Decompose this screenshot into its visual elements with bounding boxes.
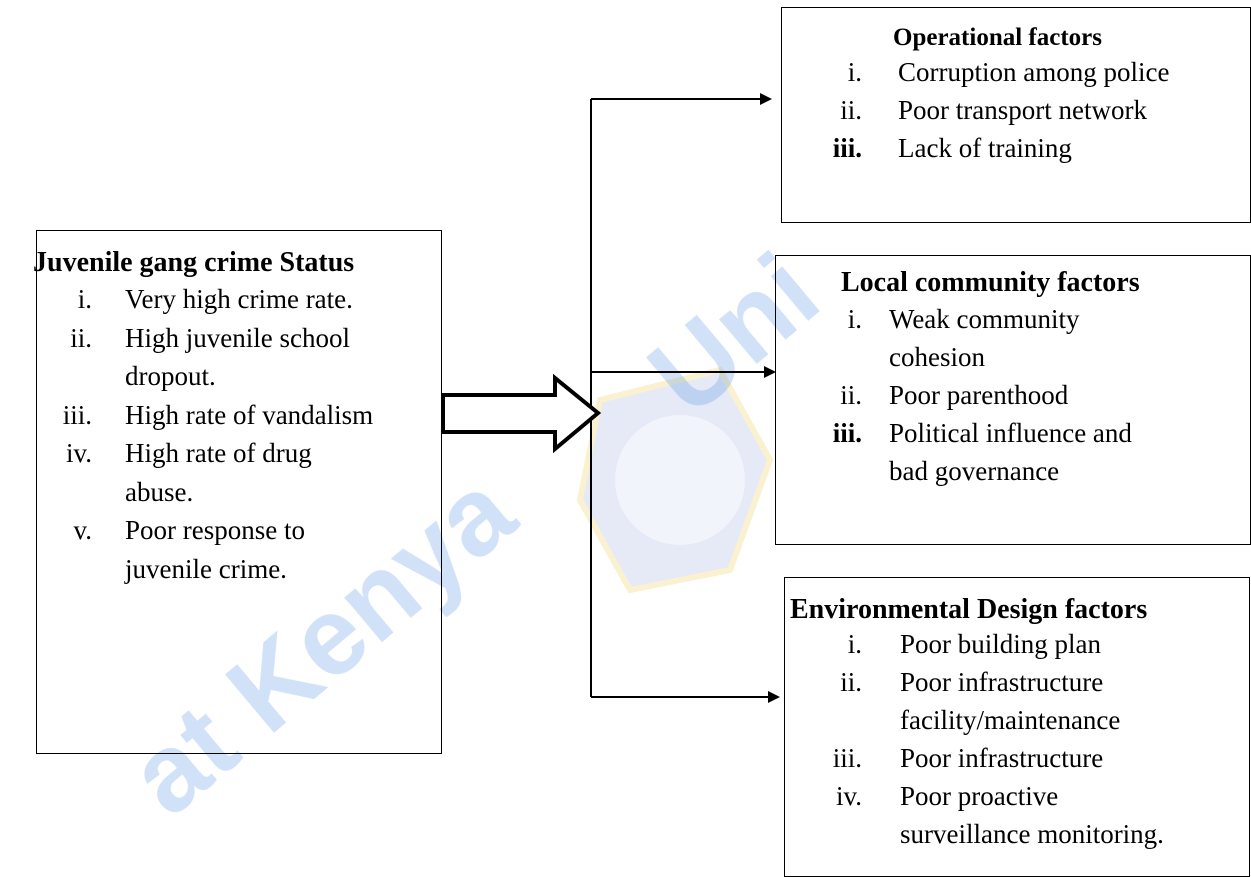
- community-item-number: i.: [847, 304, 862, 334]
- environmental-item-number: iv.: [836, 781, 862, 811]
- community-box-title: Local community factors: [841, 267, 1140, 298]
- operational-item-text: Lack of training: [898, 133, 1072, 163]
- community-item-text: cohesion: [889, 342, 985, 372]
- status-item-text: dropout.: [125, 361, 216, 391]
- environmental-item-text: Poor infrastructure: [900, 667, 1104, 697]
- environmental-item-text: Poor building plan: [900, 629, 1101, 659]
- environmental-box-title: Environmental Design factors: [790, 594, 1148, 625]
- community-item-text: bad governance: [889, 456, 1060, 486]
- operational-item-text: Corruption among police: [898, 57, 1170, 87]
- operational-item-number: i.: [847, 57, 862, 87]
- status-box: [36, 230, 442, 754]
- status-item-text: High rate of vandalism: [125, 399, 374, 430]
- environmental-item-text: Poor proactive: [900, 781, 1059, 811]
- operational-item-number: iii.: [832, 133, 862, 163]
- status-item-text: Poor response to: [125, 515, 305, 545]
- status-item-number: i.: [77, 284, 92, 314]
- environmental-item-number: i.: [847, 629, 862, 659]
- environmental-item-number: iii.: [832, 743, 862, 773]
- environmental-item-text: facility/maintenance: [900, 705, 1121, 735]
- community-item-text: Weak community: [889, 304, 1080, 334]
- status-box-title: Juvenile gang crime Status: [33, 247, 355, 278]
- status-item-number: v.: [73, 515, 93, 545]
- status-item-text: juvenile crime.: [125, 553, 287, 584]
- environmental-item-number: ii.: [840, 667, 862, 697]
- community-item-number: iii.: [832, 418, 862, 448]
- status-item-number: ii.: [70, 322, 92, 353]
- status-item-text: High rate of drug: [125, 438, 312, 468]
- community-item-text: Political influence and: [889, 418, 1132, 448]
- environmental-item-text: Poor infrastructure: [900, 743, 1104, 773]
- operational-item-number: ii.: [840, 95, 862, 125]
- status-item-number: iv.: [66, 438, 92, 468]
- environmental-item-text: surveillance monitoring.: [900, 819, 1164, 849]
- status-item-text: Very high crime rate.: [125, 284, 353, 314]
- community-item-text: Poor parenthood: [889, 380, 1069, 410]
- community-item-number: ii.: [840, 380, 862, 410]
- operational-item-text: Poor transport network: [898, 95, 1147, 125]
- status-item-number: iii.: [62, 399, 92, 430]
- operational-box-title: Operational factors: [893, 24, 1102, 51]
- status-item-text: High juvenile school: [125, 322, 350, 353]
- status-item-text: abuse.: [125, 476, 194, 507]
